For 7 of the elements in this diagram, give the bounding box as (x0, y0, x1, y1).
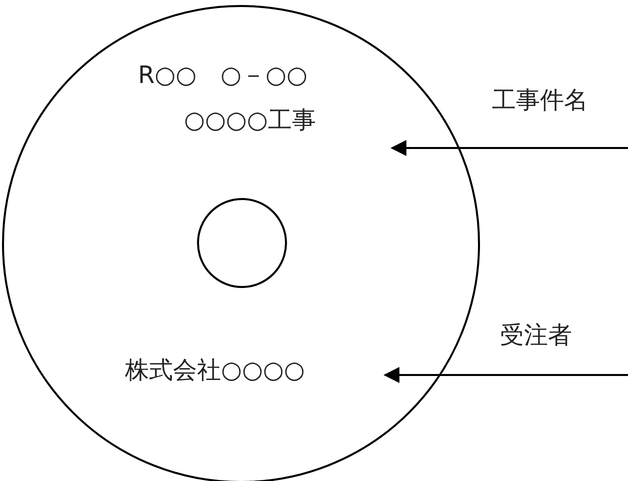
callout-label: 工事件名 (492, 85, 588, 115)
disc-label-text: ○○○○工事 (184, 105, 316, 135)
disc-label-text: 株式会社○○○○ (125, 355, 305, 385)
callout-label: 受注者 (500, 320, 572, 350)
leader-arrow (390, 140, 628, 156)
leader-arrow (383, 367, 628, 383)
disc-label-text: R○○ ○－○○ (138, 60, 308, 90)
